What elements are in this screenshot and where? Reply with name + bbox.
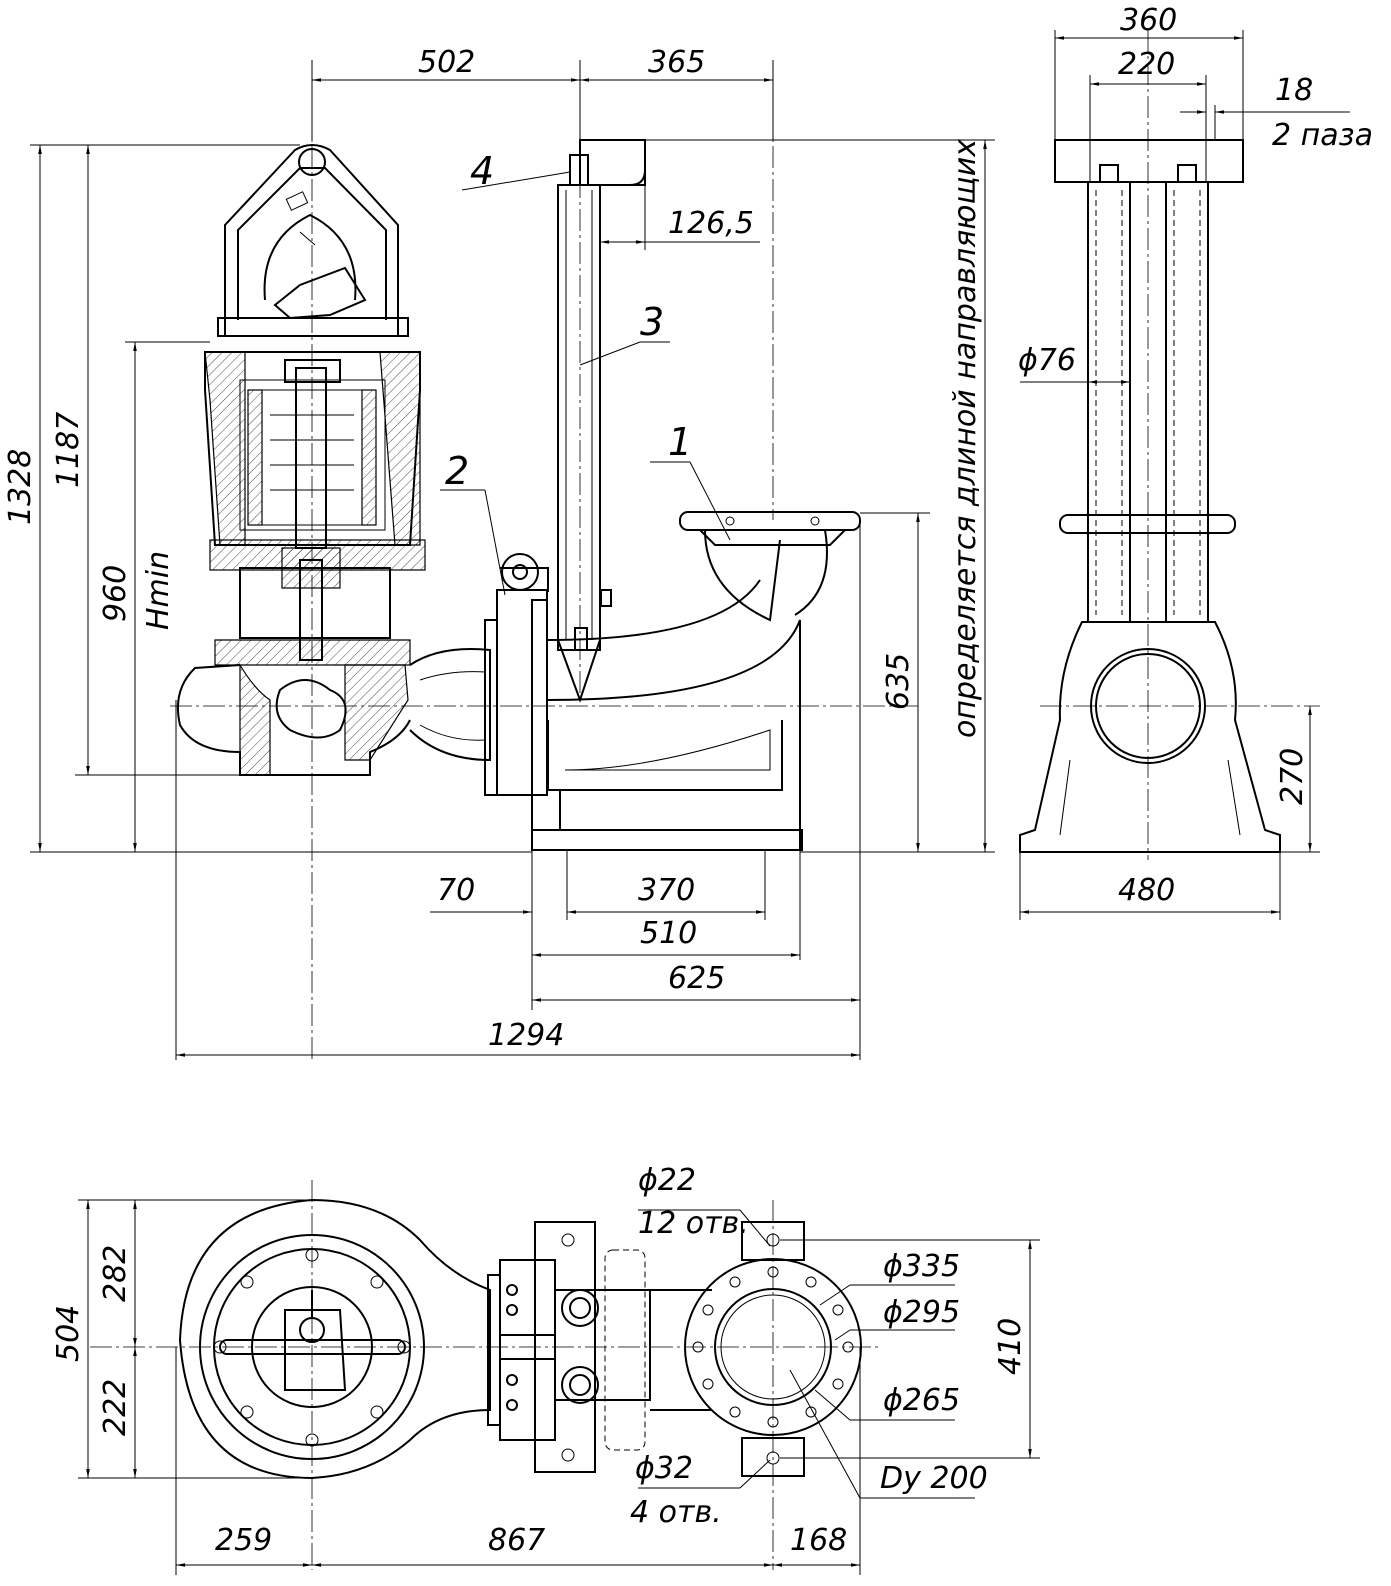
guide-rail: [557, 139, 646, 704]
dim-phi32: ϕ32: [635, 1451, 693, 1486]
dim-phi22: ϕ22: [638, 1163, 696, 1198]
dim-222: 222: [98, 1379, 133, 1436]
callout-2: 2: [445, 449, 469, 493]
slots-note: 2 паза: [1272, 118, 1373, 153]
callout-3: 3: [640, 300, 664, 344]
dim-dy200: Dy 200: [880, 1461, 988, 1496]
plan-view: [78, 1180, 1040, 1575]
plan-dimensions: [78, 1199, 1040, 1575]
labels: 502 365 126,5 1328 1187 960 Hmin 635 опр…: [3, 3, 1373, 1558]
dim-960: 960: [98, 565, 133, 622]
dim-1294: 1294: [488, 1018, 564, 1053]
dim-370: 370: [638, 873, 695, 908]
dim-360: 360: [1120, 3, 1177, 38]
dim-504: 504: [51, 1305, 86, 1362]
dim-phi335: ϕ335: [883, 1249, 960, 1284]
callout-1: 1: [668, 420, 692, 464]
volute-casing: [176, 648, 491, 776]
dim-282: 282: [98, 1245, 133, 1302]
dim-480: 480: [1118, 873, 1175, 908]
dim-365: 365: [648, 45, 705, 80]
discharge-base: [484, 511, 861, 851]
dim-1328: 1328: [3, 449, 38, 525]
dim-phi295: ϕ295: [883, 1295, 960, 1330]
motor-housing: [204, 317, 426, 666]
dim-phi76: ϕ76: [1018, 343, 1076, 378]
holes-4-note: 4 отв.: [630, 1495, 722, 1530]
dim-70: 70: [437, 873, 475, 908]
dim-1187: 1187: [51, 412, 86, 488]
dim-510: 510: [640, 916, 697, 951]
guide-length-note: определяется длиной направляющих: [948, 139, 983, 738]
callout-4: 4: [470, 149, 494, 193]
side-view: [1019, 30, 1350, 920]
dim-867: 867: [488, 1523, 545, 1558]
dim-220: 220: [1118, 47, 1175, 82]
dim-270: 270: [1275, 748, 1310, 805]
side-dimensions: [1019, 30, 1350, 920]
dim-625: 625: [668, 961, 725, 996]
front-dimensions: [30, 60, 995, 1060]
front-view: [30, 60, 995, 1060]
holes-12-note: 12 отв.: [638, 1206, 749, 1241]
lifting-bracket: [224, 144, 399, 335]
dim-502: 502: [418, 45, 475, 80]
dim-hmin: Hmin: [141, 551, 176, 630]
dim-phi265: ϕ265: [883, 1383, 960, 1418]
dim-410: 410: [993, 1318, 1028, 1375]
dim-126-5: 126,5: [668, 206, 754, 241]
dim-18: 18: [1275, 73, 1313, 108]
dim-168: 168: [790, 1523, 847, 1558]
dim-635: 635: [881, 653, 916, 710]
dim-259: 259: [215, 1523, 272, 1558]
